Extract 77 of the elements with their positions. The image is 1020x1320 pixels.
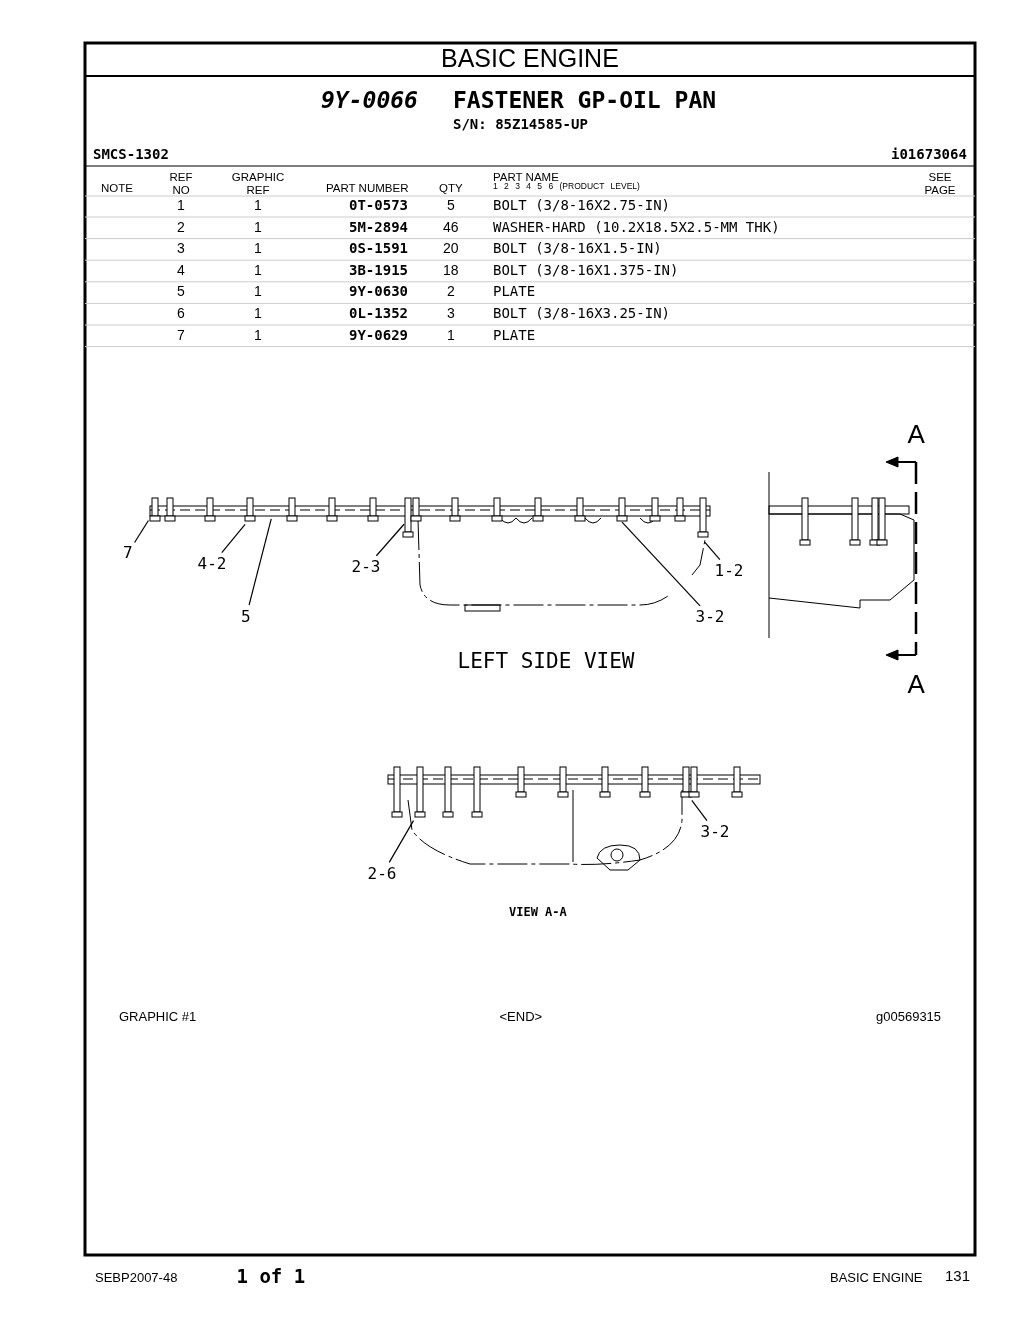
graphic-ref-cell: 1 xyxy=(254,306,262,322)
part-name-cell: BOLT (3/8-16X2.75-IN) xyxy=(493,198,670,214)
quantity-cell: 3 xyxy=(447,306,455,322)
section-letter: A xyxy=(907,670,925,699)
callout-number: 7 xyxy=(123,544,133,562)
graphic-ref-cell: 1 xyxy=(254,262,262,279)
column-header: PART NUMBER xyxy=(326,182,409,195)
ref-number-cell: 2 xyxy=(177,219,185,235)
part-number-heading: 9Y-0066 xyxy=(321,88,418,114)
callout-number: 4-2 xyxy=(197,555,227,573)
graphic-ref-cell: 1 xyxy=(254,219,262,235)
document-number: SEBP2007-48 xyxy=(95,1271,178,1286)
column-header: GRAPHIC REF xyxy=(230,171,286,197)
leader-line xyxy=(621,521,701,607)
part-number-cell: 9Y-0629 xyxy=(349,327,408,343)
leader-line xyxy=(691,799,708,822)
part-number-cell: 0S-1591 xyxy=(349,241,408,257)
ref-number-cell: 5 xyxy=(177,284,185,300)
graphic-ref-cell: 1 xyxy=(254,198,262,214)
callout-number: 2-6 xyxy=(367,865,397,883)
leader-line xyxy=(248,518,272,606)
view-title: VIEW A-A xyxy=(509,906,567,920)
column-header: QTY xyxy=(439,182,463,195)
callout-number: 5 xyxy=(241,608,251,626)
page-title: BASIC ENGINE xyxy=(441,45,619,73)
ref-number-cell: 3 xyxy=(177,241,185,257)
ref-number-cell: 4 xyxy=(177,262,185,279)
leader-line xyxy=(375,523,405,557)
leader-line xyxy=(134,519,149,544)
part-name-cell: PLATE xyxy=(493,327,536,343)
quantity-cell: 46 xyxy=(443,219,459,235)
column-header: SEE PAGE xyxy=(923,171,957,197)
smcs-code: SMCS-1302 xyxy=(93,147,169,163)
oil-pan-side-view-drawing xyxy=(149,497,711,612)
page-count: 1 of 1 xyxy=(236,1266,306,1287)
graphic-ref-cell: 1 xyxy=(254,241,262,257)
callout-number: 1-2 xyxy=(714,562,744,580)
callout-number: 3-2 xyxy=(695,608,725,626)
quantity-cell: 2 xyxy=(447,284,455,300)
part-name-cell: PLATE xyxy=(493,284,536,300)
callout-number: 2-3 xyxy=(351,558,381,576)
part-number-cell: 0L-1352 xyxy=(349,306,408,322)
part-name-cell: BOLT (3/8-16X3.25-IN) xyxy=(493,306,670,322)
quantity-cell: 5 xyxy=(447,198,455,214)
ref-number-cell: 7 xyxy=(177,327,185,343)
part-number-cell: 5M-2894 xyxy=(349,219,408,235)
leader-line xyxy=(221,523,246,554)
part-number-cell: 0T-0573 xyxy=(349,198,408,214)
illustration-id: i01673064 xyxy=(891,147,967,163)
part-number-cell: 9Y-0630 xyxy=(349,284,408,300)
column-header: NOTE xyxy=(100,182,134,195)
graphic-ref-cell: 1 xyxy=(254,327,262,343)
leader-line xyxy=(704,541,721,561)
page-number: 131 xyxy=(945,1268,971,1285)
part-name-cell: WASHER-HARD (10.2X18.5X2.5-MM THK) xyxy=(493,219,780,235)
graphic-number: GRAPHIC #1 xyxy=(119,1010,197,1025)
section-letter: A xyxy=(907,420,925,449)
part-number-cell: 3B-1915 xyxy=(349,262,408,279)
end-marker: <END> xyxy=(499,1010,543,1025)
graphic-id: g00569315 xyxy=(876,1010,942,1025)
quantity-cell: 1 xyxy=(447,327,455,343)
part-name-cell: BOLT (3/8-16X1.5-IN) xyxy=(493,241,662,257)
column-header: 1 2 3 4 5 6 (PRODUCT LEVEL) xyxy=(493,182,640,192)
leader-line xyxy=(388,820,415,863)
column-header: REF NO xyxy=(168,171,194,197)
ref-number-cell: 1 xyxy=(177,198,185,214)
quantity-cell: 18 xyxy=(443,262,459,279)
ref-number-cell: 6 xyxy=(177,306,185,322)
serial-number-range: S/N: 85Z14585-UP xyxy=(453,117,588,133)
quantity-cell: 20 xyxy=(443,241,459,257)
section-name: BASIC ENGINE xyxy=(830,1271,923,1286)
group-name-heading: FASTENER GP-OIL PAN xyxy=(453,88,717,114)
callout-number: 3-2 xyxy=(700,823,730,841)
graphic-ref-cell: 1 xyxy=(254,284,262,300)
view-title: LEFT SIDE VIEW xyxy=(457,650,635,674)
part-name-cell: BOLT (3/8-16X1.375-IN) xyxy=(493,262,679,279)
column-header: PART NAME xyxy=(493,171,559,183)
